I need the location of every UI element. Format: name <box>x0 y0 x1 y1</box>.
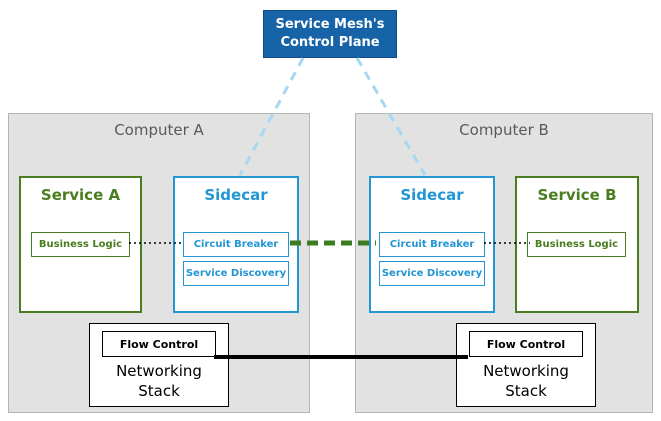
sidecar-a-title: Sidecar <box>204 186 268 204</box>
sidecar-a-box: Sidecar Circuit Breaker Service Discover… <box>173 176 299 313</box>
networking-stack-b-title: Networking Stack <box>483 362 569 400</box>
flow-control-b-box: Flow Control <box>469 331 583 357</box>
computer-b-label: Computer B <box>459 121 549 139</box>
networking-stack-b-box: Flow Control Networking Stack <box>456 323 596 407</box>
sidecar-b-box: Sidecar Circuit Breaker Service Discover… <box>369 176 495 313</box>
service-a-title: Service A <box>40 186 121 204</box>
service-b-box: Service B Business Logic <box>515 176 639 313</box>
computer-a-box: Computer A Service A Business Logic Side… <box>8 113 310 413</box>
service-b-title: Service B <box>537 186 617 204</box>
networking-stack-a-title: Networking Stack <box>116 362 202 400</box>
computer-a-label: Computer A <box>114 121 204 139</box>
business-logic-a-box: Business Logic <box>31 232 130 257</box>
business-logic-b-box: Business Logic <box>527 232 626 257</box>
service-discovery-a-box: Service Discovery <box>183 261 289 286</box>
computer-b-box: Computer B Sidecar Circuit Breaker Servi… <box>355 113 653 413</box>
networking-stack-a-box: Flow Control Networking Stack <box>89 323 229 407</box>
sidecar-b-title: Sidecar <box>400 186 464 204</box>
circuit-breaker-b-box: Circuit Breaker <box>379 232 485 257</box>
control-plane-box: Service Mesh's Control Plane <box>263 10 397 58</box>
circuit-breaker-a-box: Circuit Breaker <box>183 232 289 257</box>
service-a-box: Service A Business Logic <box>19 176 142 313</box>
flow-control-a-box: Flow Control <box>102 331 216 357</box>
control-plane-label-line1: Service Mesh's <box>275 17 385 33</box>
service-discovery-b-box: Service Discovery <box>379 261 485 286</box>
control-plane-label-line2: Control Plane <box>280 35 380 50</box>
